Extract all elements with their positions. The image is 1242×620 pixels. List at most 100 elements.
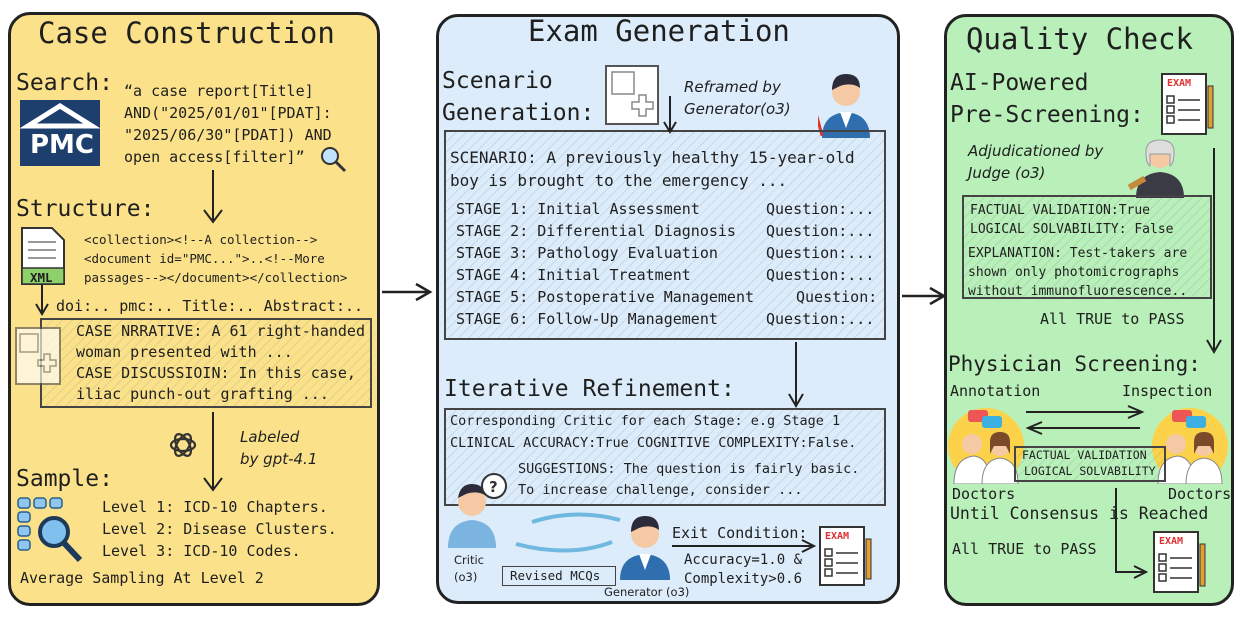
consensus-text: Until Consensus is Reached <box>950 504 1209 523</box>
validation-line-1: FACTUAL VALIDATION:True <box>970 203 1151 218</box>
exit-value-1: Accuracy=1.0 & <box>684 552 803 568</box>
quality-check-title: Quality Check <box>966 22 1193 56</box>
revised-label: Revised MCQs <box>510 568 601 583</box>
critic-label-2: (o3) <box>454 570 478 584</box>
medical-document-icon <box>605 65 659 125</box>
pmc-logo: PMC <box>20 100 100 166</box>
exam-generation-title: Exam Generation <box>528 14 790 48</box>
sampling-magnifier-icon <box>17 497 83 563</box>
average-sampling: Average Sampling At Level 2 <box>20 569 264 587</box>
suggestions-line-1: SUGGESTIONS: The question is fairly basi… <box>518 461 860 477</box>
stage-question-1: Question:... <box>766 200 875 218</box>
exit-value-2: Complexity>0.6 <box>684 571 803 587</box>
annotation-label: Annotation <box>950 382 1041 400</box>
query-line-2: AND("2025/01/01"[PDAT]: <box>124 104 332 122</box>
center-validation-box <box>1014 446 1166 482</box>
reframed-line-2: Generator(o3) <box>684 100 791 118</box>
openai-icon <box>169 433 197 457</box>
xml-line-2: <document id="PMC...">..<!--More <box>84 251 325 266</box>
case-construction-title: Case Construction <box>38 16 335 50</box>
query-line-3: "2025/06/30"[PDAT]) AND <box>124 126 332 144</box>
stage-question-2: Question:... <box>766 222 875 240</box>
stage-question-3: Question:... <box>766 244 875 262</box>
exam-paper-icon-bottom: EXAM <box>1152 530 1208 596</box>
stage-question-6: Question:... <box>766 310 875 328</box>
adjudicated-line-2: Judge (o3) <box>968 164 1046 182</box>
generator-label: Generator (o3) <box>604 585 690 599</box>
svg-text:?: ? <box>489 478 498 496</box>
doctors-right-label: Doctors <box>1168 485 1232 503</box>
exam-badge-top-label: EXAM <box>1167 78 1192 89</box>
validation-line-2: LOGICAL SOLVABILITY: False <box>970 222 1174 237</box>
level-2: Level 2: Disease Clusters. <box>102 520 337 538</box>
scenario-text-1: SCENARIO: A previously healthy 15-year-o… <box>450 148 855 167</box>
explanation-line-1: EXPLANATION: Test-takers are <box>968 246 1188 261</box>
sample-label: Sample: <box>16 466 113 492</box>
revised-box <box>502 566 616 586</box>
adjudicated-line-1: Adjudicationed by <box>968 142 1104 160</box>
center-text-2: LOGICAL SOLVABILITY <box>1024 464 1156 478</box>
all-true-pass-2: All TRUE to PASS <box>952 540 1097 558</box>
doctors-right-icon <box>1152 408 1228 484</box>
stage-label-1: STAGE 1: Initial Assessment <box>456 200 700 218</box>
fields-line: doi:.. pmc:.. Title:.. Abstract:.. <box>56 297 364 315</box>
stage-label-2: STAGE 2: Differential Diagnosis <box>456 222 736 240</box>
structure-label: Structure: <box>16 196 155 222</box>
search-label: Search: <box>16 70 113 96</box>
center-text-1: FACTUAL VALIDATION <box>1022 448 1147 462</box>
exam-badge-bottom-label: EXAM <box>1159 536 1184 547</box>
scenario-text-2: boy is brought to the emergency ... <box>450 171 788 190</box>
case-text-box <box>40 318 372 408</box>
xml-line-1: <collection><!--A collection--> <box>84 232 318 247</box>
stage-label-6: STAGE 6: Follow-Up Management <box>456 310 718 328</box>
generator-small-avatar-icon <box>620 516 670 580</box>
doctors-left-label: Doctors <box>952 485 1016 503</box>
xml-badge: XML <box>30 270 53 285</box>
scenario-box <box>444 130 886 340</box>
case-line-3: CASE DISCUSSIOIN: In this case, <box>76 364 356 382</box>
arrow-critic-to-generator <box>531 512 621 524</box>
stage-label-3: STAGE 3: Pathology Evaluation <box>456 244 718 262</box>
case-line-2: woman presented with ... <box>76 343 293 361</box>
exam-paper-icon: EXAM <box>818 525 874 589</box>
query-line-4: open access[filter]” <box>124 148 305 166</box>
xml-file-icon <box>21 227 65 285</box>
critic-line-1: Corresponding Critic for each Stage: e.g… <box>450 413 841 429</box>
scenario-label-1: Scenario <box>442 68 553 94</box>
scenario-label-2: Generation: <box>442 100 595 126</box>
arrow-consensus-to-exam <box>1115 488 1144 573</box>
xml-line-3: passages--></document></collection> <box>84 270 348 285</box>
exam-paper-icon-top: EXAM <box>1160 72 1216 138</box>
level-1: Level 1: ICD-10 Chapters. <box>102 498 328 516</box>
labeled-line-2: by gpt-4.1 <box>240 450 318 468</box>
critic-avatar-icon: ? <box>448 473 507 548</box>
stage-question-5: Question: <box>796 288 878 306</box>
inspection-label: Inspection <box>1122 382 1213 400</box>
critic-line-2: CLINICAL ACCURACY:True COGNITIVE COMPLEX… <box>450 435 857 451</box>
labeled-line-1: Labeled <box>240 428 300 446</box>
suggestions-line-2: To increase challenge, consider ... <box>518 482 803 498</box>
all-true-pass-1: All TRUE to PASS <box>1040 310 1185 328</box>
level-3: Level 3: ICD-10 Codes. <box>102 542 301 560</box>
stage-label-4: STAGE 4: Initial Treatment <box>456 266 691 284</box>
stage-label-5: STAGE 5: Postoperative Management <box>456 288 755 306</box>
medical-record-icon <box>15 327 61 385</box>
validation-box <box>962 195 1212 299</box>
stage-question-4: Question:... <box>766 266 875 284</box>
query-line-1: “a case report[Title] <box>124 82 314 100</box>
doctors-left-icon <box>948 408 1024 484</box>
critic-label-1: Critic <box>454 553 484 567</box>
judge-avatar-icon <box>1128 139 1184 198</box>
critic-box <box>444 408 886 506</box>
case-line-1: CASE NRRATIVE: A 61 right-handed <box>76 322 365 340</box>
reframed-line-1: Reframed by <box>684 78 781 96</box>
ai-label-1: AI-Powered <box>950 70 1089 96</box>
case-line-4: iliac punch-out grafting ... <box>76 385 329 403</box>
exam-badge-label: EXAM <box>825 531 850 542</box>
explanation-line-3: without immunofluorescence.. <box>968 284 1188 299</box>
ai-label-2: Pre-Screening: <box>950 102 1144 128</box>
physician-label: Physician Screening: <box>948 352 1201 376</box>
exit-condition: Exit Condition: <box>672 524 808 542</box>
arrow-generator-to-critic <box>515 540 613 553</box>
